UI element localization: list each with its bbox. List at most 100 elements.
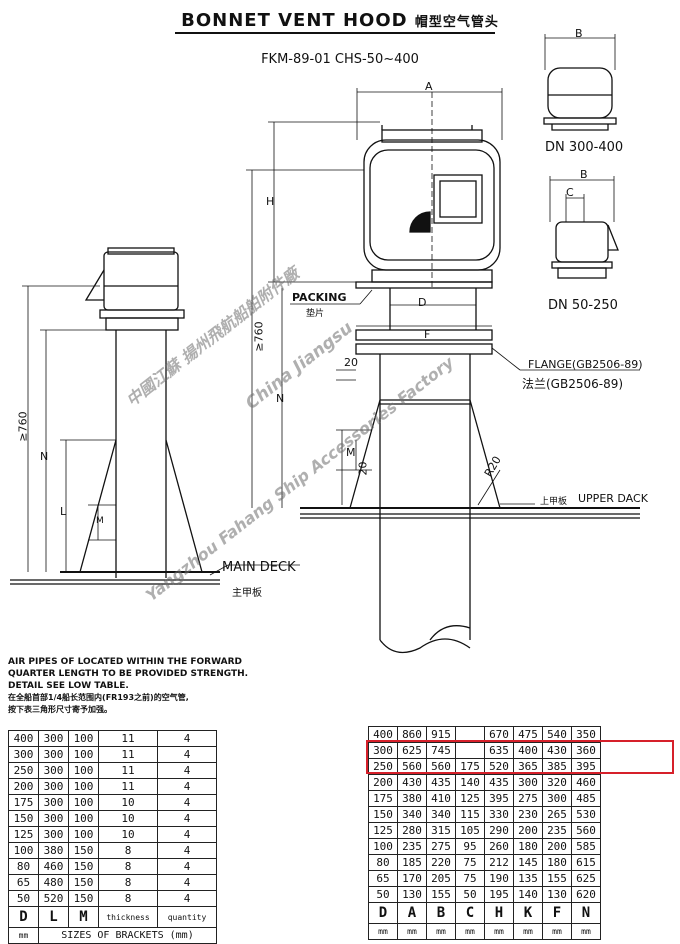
dimensions-cell: 520 xyxy=(484,758,514,775)
dimensions-cell: 260 xyxy=(484,838,514,855)
note-line-4: 在全船首部1/4船长范围内(FR193之前)的空气管, xyxy=(8,693,189,702)
dimensions-cell: 100 xyxy=(368,838,398,855)
note-line-5: 按下表三角形尺寸寄予加强。 xyxy=(8,705,112,714)
dimensions-cell: 140 xyxy=(513,886,543,903)
dimensions-cell: 212 xyxy=(484,854,514,871)
brackets-cell: 11 xyxy=(98,778,158,795)
brackets-cell: 4 xyxy=(157,794,217,811)
brackets-cell: 175 xyxy=(8,794,39,811)
brackets-cell: 4 xyxy=(157,778,217,795)
dimensions-cell: 75 xyxy=(455,854,485,871)
dimensions-header-cell: F xyxy=(542,902,572,924)
brackets-cell: 300 xyxy=(38,762,69,779)
brackets-cell: 100 xyxy=(68,794,99,811)
brackets-cell: 50 xyxy=(8,890,39,907)
label-dn-300-400: DN 300-400 xyxy=(545,140,624,155)
dimensions-cell: 125 xyxy=(455,790,485,807)
dimensions-cell: 220 xyxy=(426,854,456,871)
dimensions-cell: 115 xyxy=(455,806,485,823)
dimensions-unit-cell: mm xyxy=(571,923,601,940)
label-dim-b: B xyxy=(575,27,583,40)
dimensions-cell: 265 xyxy=(542,806,572,823)
dimensions-cell: 315 xyxy=(426,822,456,839)
dimensions-cell: 200 xyxy=(368,774,398,791)
dimensions-unit-cell: mm xyxy=(368,923,398,940)
brackets-cell: 300 xyxy=(38,794,69,811)
dimensions-cell: 560 xyxy=(571,822,601,839)
brackets-cell: 4 xyxy=(157,730,217,747)
dimensions-cell: 625 xyxy=(571,870,601,887)
dimensions-cell: 80 xyxy=(368,854,398,871)
brackets-cell: 300 xyxy=(38,746,69,763)
label-dim-m: M xyxy=(96,516,104,526)
dimensions-cell: 65 xyxy=(368,870,398,887)
dimensions-cell: 530 xyxy=(571,806,601,823)
dimensions-cell: 380 xyxy=(397,790,427,807)
brackets-cell: 100 xyxy=(68,826,99,843)
dimensions-cell: 50 xyxy=(455,886,485,903)
dimensions-cell: 145 xyxy=(513,854,543,871)
brackets-header-m: M xyxy=(68,906,99,928)
brackets-cell: 150 xyxy=(68,842,99,859)
brackets-cell: 11 xyxy=(98,762,158,779)
bracket-note: AIR PIPES OF LOCATED WITHIN THE FORWARD … xyxy=(8,656,268,716)
title-en: BONNET VENT HOOD xyxy=(181,10,408,31)
label-packing: PACKING xyxy=(292,291,347,304)
dimensions-cell: 230 xyxy=(513,806,543,823)
label-flange: FLANGE(GB2506-89) xyxy=(528,358,643,371)
label-flange-cn: 法兰(GB2506-89) xyxy=(522,377,624,391)
dimensions-cell: 435 xyxy=(426,774,456,791)
brackets-header-thickness: thickness xyxy=(98,906,158,928)
dimensions-cell: 195 xyxy=(484,886,514,903)
dimensions-cell: 150 xyxy=(368,806,398,823)
label-upper-deck: UPPER DACK xyxy=(578,492,648,505)
brackets-cell: 11 xyxy=(98,730,158,747)
dimensions-cell: 155 xyxy=(426,886,456,903)
dimensions-cell: 235 xyxy=(542,822,572,839)
label-dim-760-left: ≥760 xyxy=(16,411,30,442)
dimensions-cell: 615 xyxy=(571,854,601,871)
dimensions-header-cell: N xyxy=(571,902,601,924)
highlight-box xyxy=(366,740,674,774)
dimensions-cell: 625 xyxy=(397,742,427,759)
brackets-cell: 4 xyxy=(157,842,217,859)
dimensions-cell: 180 xyxy=(542,854,572,871)
dimensions-cell: 50 xyxy=(368,886,398,903)
title-underline xyxy=(175,32,495,36)
label-dim-m-right: M xyxy=(346,446,356,459)
dimensions-cell: 330 xyxy=(484,806,514,823)
dimensions-cell: 275 xyxy=(426,838,456,855)
left-assembly xyxy=(10,247,300,585)
label-dim-760: ≥760 xyxy=(252,321,266,352)
brackets-cell: 125 xyxy=(8,826,39,843)
brackets-cell: 8 xyxy=(98,890,158,907)
dimensions-header-cell: D xyxy=(368,902,398,924)
brackets-cell: 4 xyxy=(157,874,217,891)
dimensions-cell: 200 xyxy=(513,822,543,839)
dimensions-cell: 435 xyxy=(484,774,514,791)
label-dim-d: D xyxy=(418,296,427,309)
dimensions-cell: 395 xyxy=(484,790,514,807)
brackets-cell: 200 xyxy=(8,778,39,795)
dimensions-header-cell: B xyxy=(426,902,456,924)
brackets-cell: 100 xyxy=(8,842,39,859)
dimensions-cell: 235 xyxy=(397,838,427,855)
dimensions-header-cell: C xyxy=(455,902,485,924)
label-dim-a: A xyxy=(425,80,433,93)
dimensions-cell: 75 xyxy=(455,870,485,887)
dimensions-cell: 280 xyxy=(397,822,427,839)
brackets-cell: 11 xyxy=(98,746,158,763)
brackets-cell: 4 xyxy=(157,746,217,763)
dimensions-cell: 130 xyxy=(397,886,427,903)
brackets-cell: 400 xyxy=(8,730,39,747)
